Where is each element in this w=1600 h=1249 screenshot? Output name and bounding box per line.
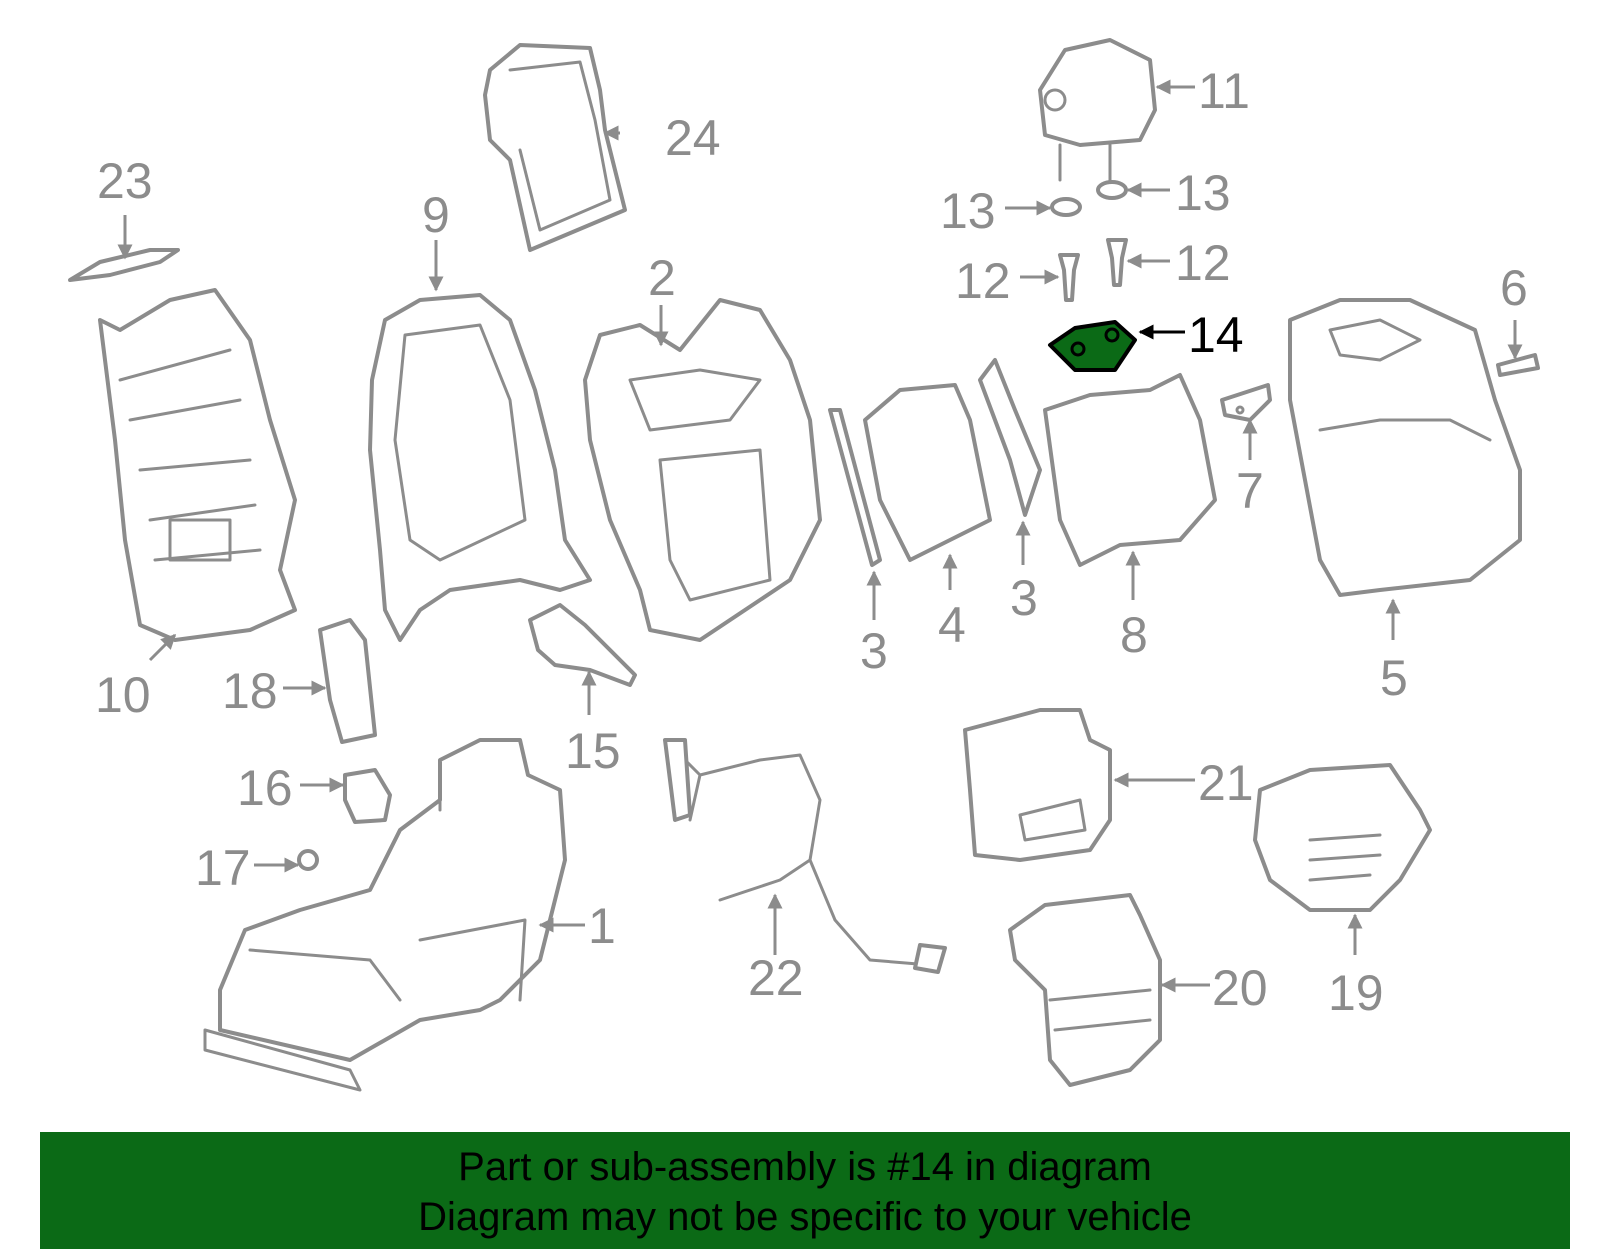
banner-line-2: Diagram may not be specific to your vehi… (418, 1195, 1192, 1239)
part-03-strip-left (828, 408, 882, 567)
callout-21: 21 (1198, 755, 1254, 811)
part-12-guide-right (1106, 238, 1128, 287)
part-24-back-panel (483, 43, 627, 252)
part-22-wire-harness (663, 738, 947, 974)
part-05-seat-back-cover (1288, 298, 1522, 597)
part-19-control-module (1253, 763, 1432, 912)
part-16-bracket (343, 768, 392, 824)
callout-16: 16 (237, 760, 293, 816)
part-11-headrest (1038, 38, 1157, 182)
callout-17: 17 (195, 840, 251, 896)
part-01-seat-assembly (203, 738, 567, 1092)
part-14-highlighted[interactable] (1048, 320, 1137, 372)
callout-2: 2 (648, 250, 676, 306)
callout-19: 19 (1328, 965, 1384, 1021)
part-17-screw (297, 849, 319, 871)
callout-10: 10 (95, 667, 151, 723)
part-21-module (963, 708, 1112, 862)
part-20-bladder (1008, 893, 1162, 1087)
callout-14: 14 (1188, 307, 1244, 363)
callout-9: 9 (422, 187, 450, 243)
callout-12-right: 12 (1175, 235, 1231, 291)
part-12-guide-left (1058, 253, 1080, 302)
callout-7: 7 (1236, 463, 1264, 519)
callout-24: 24 (665, 110, 721, 166)
callout-12-left: 12 (955, 253, 1011, 309)
callout-15: 15 (565, 723, 621, 779)
part-06-clip (1496, 353, 1540, 377)
part-07-bracket (1220, 383, 1272, 422)
callout-3-left: 3 (860, 623, 888, 679)
part-02-seat-back-pad (583, 298, 822, 642)
part-10-seat-back-shell (98, 288, 297, 642)
part-03-strip-right (978, 358, 1042, 517)
callout-1: 1 (588, 898, 616, 954)
part-09-seat-back-frame (368, 293, 592, 642)
callout-20: 20 (1212, 960, 1268, 1016)
leader-lines (117, 79, 1523, 993)
part-08-back-cushion (1043, 373, 1217, 567)
info-banner: Part or sub-assembly is #14 in diagram D… (40, 1132, 1570, 1249)
callout-labels: 1 2 3 3 4 5 6 7 8 9 10 11 12 12 13 13 14… (95, 63, 1528, 1021)
callout-3-right: 3 (1010, 570, 1038, 626)
callout-23: 23 (97, 153, 153, 209)
callout-22: 22 (748, 950, 804, 1006)
callout-13-left: 13 (940, 183, 996, 239)
callout-4: 4 (938, 597, 966, 653)
part-04-pad (863, 383, 992, 562)
callout-6: 6 (1500, 260, 1528, 316)
callout-13-right: 13 (1175, 165, 1231, 221)
part-13-bushing-left (1050, 197, 1082, 217)
part-23-trim-strip (68, 248, 180, 282)
callout-11: 11 (1198, 63, 1250, 119)
callout-5: 5 (1380, 650, 1408, 706)
part-13-bushing-right (1096, 180, 1128, 200)
callout-18: 18 (222, 663, 278, 719)
part-18-panel (318, 618, 377, 744)
banner-line-1: Part or sub-assembly is #14 in diagram (458, 1145, 1152, 1189)
callout-8: 8 (1120, 607, 1148, 663)
part-15-trim (528, 603, 637, 687)
